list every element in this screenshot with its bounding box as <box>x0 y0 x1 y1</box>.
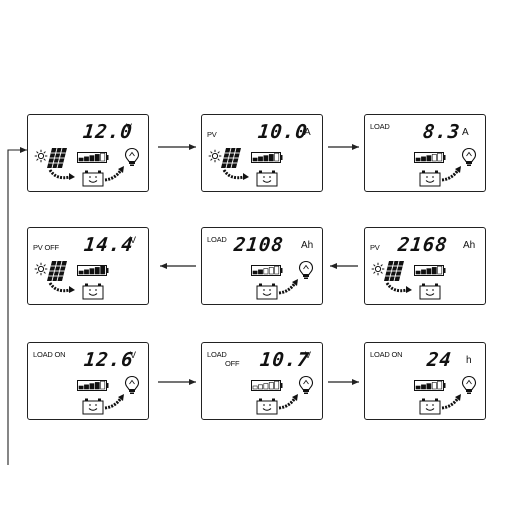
light-bulb-icon <box>461 147 477 166</box>
light-bulb-icon <box>298 375 314 394</box>
lcd-screen-battery-voltage: 12.0 V <box>27 114 149 192</box>
screen-value: 10.7 <box>258 349 311 371</box>
screen-label: LOAD ON <box>370 350 403 359</box>
flow-arrow-icon <box>441 166 461 182</box>
screen-unit: V <box>130 235 137 245</box>
battery-level-bar <box>251 265 283 276</box>
screen-unit: A <box>304 127 311 138</box>
screen-label: LOAD ON <box>33 350 66 359</box>
screen-value: 10.0 <box>256 121 309 143</box>
screen-value: 2168 <box>396 234 449 256</box>
solar-panel-icon <box>384 260 404 282</box>
screen-label: LOAD <box>370 122 390 131</box>
screen-unit: V <box>130 350 137 360</box>
battery-level-bar <box>251 380 283 391</box>
screen-unit: V <box>126 122 133 132</box>
battery-smiley-icon <box>419 283 441 300</box>
screen-value: 24 <box>425 349 454 371</box>
screen-value: 12.6 <box>82 349 135 371</box>
battery-level-bar <box>414 380 446 391</box>
flow-arrow-icon <box>48 282 75 293</box>
screen-label: LOAD <box>207 235 227 244</box>
battery-smiley-icon <box>256 283 278 300</box>
screen-label: PV <box>207 130 217 139</box>
screen-unit: Ah <box>301 240 314 251</box>
flow-arrow-icon <box>222 169 249 180</box>
battery-level-bar <box>414 152 446 163</box>
sun-icon <box>208 149 222 163</box>
light-bulb-icon <box>461 375 477 394</box>
lcd-screen-pv-current: PV 10.0 A <box>201 114 323 192</box>
sun-icon <box>34 262 48 276</box>
battery-smiley-icon <box>256 398 278 415</box>
flow-arrow-icon <box>385 282 412 293</box>
flow-arrow-icon <box>441 394 461 410</box>
flow-arrow-icon <box>48 169 75 180</box>
solar-panel-icon <box>221 147 241 169</box>
flow-arrow-icon <box>104 166 124 182</box>
battery-smiley-icon <box>82 283 104 300</box>
screen-value: 8.3 <box>421 121 462 143</box>
battery-smiley-icon <box>82 170 104 187</box>
light-bulb-icon <box>298 260 314 279</box>
lcd-screen-load-on-voltage: LOAD ON 12.6 V <box>27 342 149 420</box>
sun-icon <box>371 262 385 276</box>
lcd-screen-pv-off-voltage: PV OFF 14.4 V <box>27 227 149 305</box>
screen-label: PV <box>370 243 380 252</box>
battery-level-bar <box>251 152 283 163</box>
solar-panel-icon <box>47 147 67 169</box>
screen-value: 2108 <box>232 234 285 256</box>
flow-arrow-icon <box>104 394 124 410</box>
screen-unit: A <box>462 127 469 138</box>
screen-label: PV OFF <box>33 243 59 252</box>
battery-level-bar <box>77 265 109 276</box>
screen-unit: h <box>466 355 472 366</box>
battery-smiley-icon <box>419 170 441 187</box>
light-bulb-icon <box>124 147 140 166</box>
loop-back-arrow <box>7 149 27 465</box>
battery-smiley-icon <box>82 398 104 415</box>
battery-level-bar <box>77 152 109 163</box>
screen-unit: V <box>305 350 312 360</box>
screen-label <box>33 123 51 124</box>
solar-panel-icon <box>47 260 67 282</box>
screen-value: 14.4 <box>82 234 135 256</box>
battery-smiley-icon <box>256 170 278 187</box>
flow-arrow-icon <box>278 394 298 410</box>
battery-level-bar <box>77 380 109 391</box>
lcd-screen-load-current: LOAD 8.3 A <box>364 114 486 192</box>
screen-unit: Ah <box>463 240 476 251</box>
sun-icon <box>34 149 48 163</box>
lcd-screen-load-amp-hours: LOAD 2108 Ah <box>201 227 323 305</box>
battery-smiley-icon <box>419 398 441 415</box>
light-bulb-icon <box>124 375 140 394</box>
flow-arrow-icon <box>278 279 298 295</box>
lcd-screen-load-on-hours: LOAD ON 24 h <box>364 342 486 420</box>
lcd-screen-pv-amp-hours: PV 2168 Ah <box>364 227 486 305</box>
battery-level-bar <box>414 265 446 276</box>
